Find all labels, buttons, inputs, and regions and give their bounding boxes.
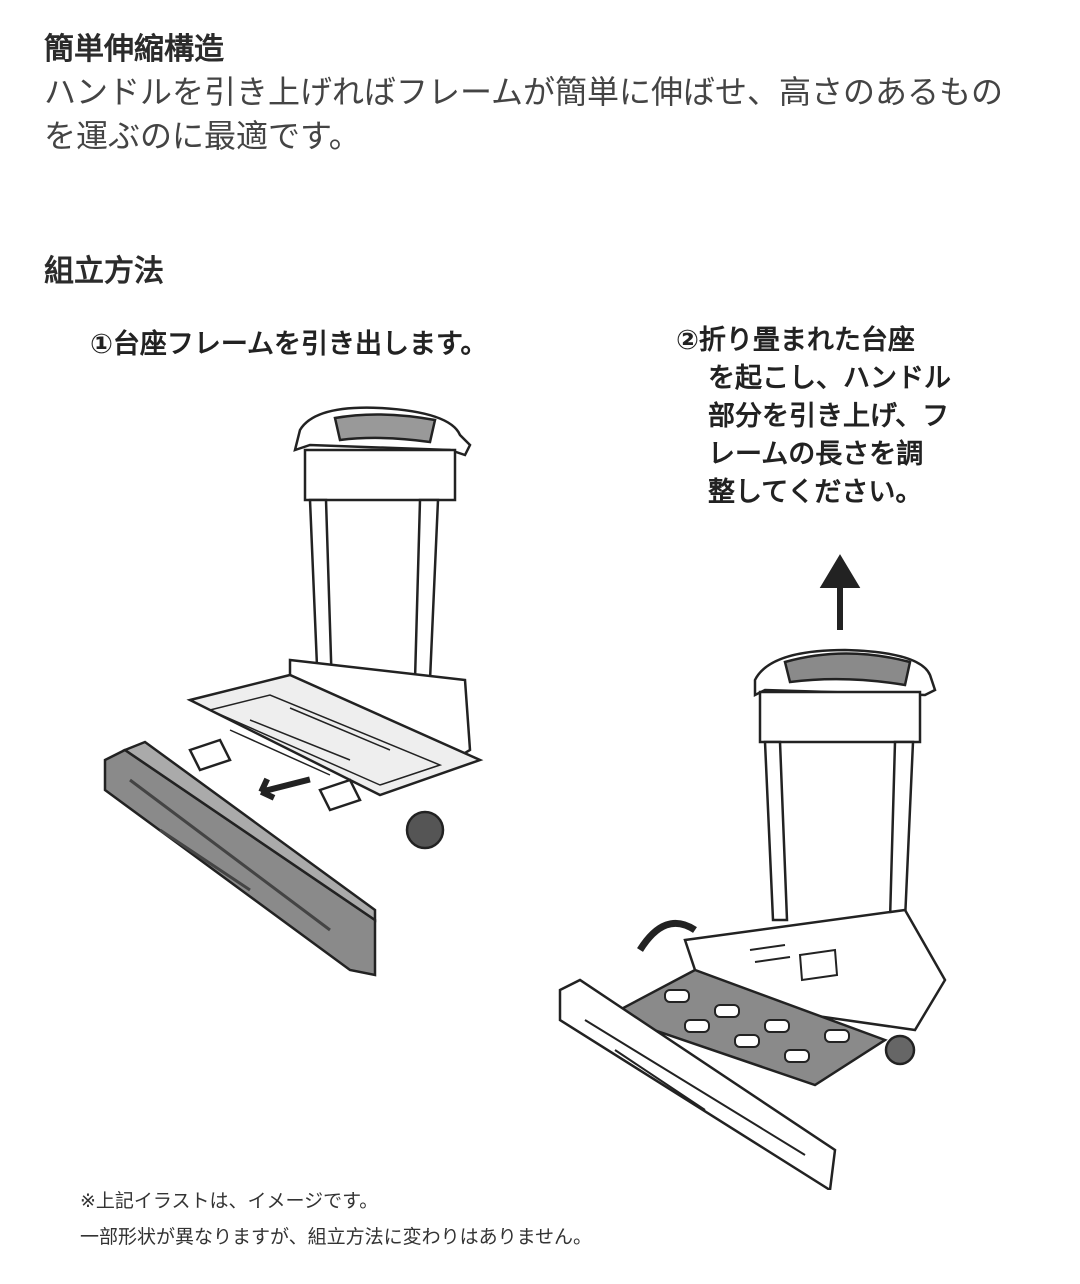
disclaimer-note: 一部形状が異なりますが、組立方法に変わりはありません。 xyxy=(80,1226,593,1248)
trolley-illustration-step1 xyxy=(103,406,484,977)
section-title-telescopic: 簡単伸縮構造 xyxy=(44,32,224,67)
arrow-up-icon xyxy=(819,554,861,630)
section-description: ハンドルを引き上げればフレームが簡単に伸ばせ、高さのあるものを運ぶのに最適です。 xyxy=(44,73,1004,155)
section-title-assembly: 組立方法 xyxy=(44,254,164,289)
step-2-line: レームの長さを調 xyxy=(708,439,924,470)
rotate-arrow-icon xyxy=(637,919,697,952)
step-1-caption: ①台座フレームを引き出します。 xyxy=(90,329,488,360)
step-2-caption: ②折り畳まれた台座 を起こし、ハンドル 部分を引き上げ、フ レームの長さを調 整… xyxy=(676,322,976,512)
step-2-line: を起こし、ハンドル xyxy=(708,363,951,394)
step-2-line: ②折り畳まれた台座 xyxy=(676,325,915,356)
step-2-line: 整してください。 xyxy=(708,477,923,508)
trolley-illustration-step2 xyxy=(558,554,947,1190)
disclaimer-note: ※上記イラストは、イメージです。 xyxy=(80,1190,379,1212)
step-2-line: 部分を引き上げ、フ xyxy=(708,401,950,432)
